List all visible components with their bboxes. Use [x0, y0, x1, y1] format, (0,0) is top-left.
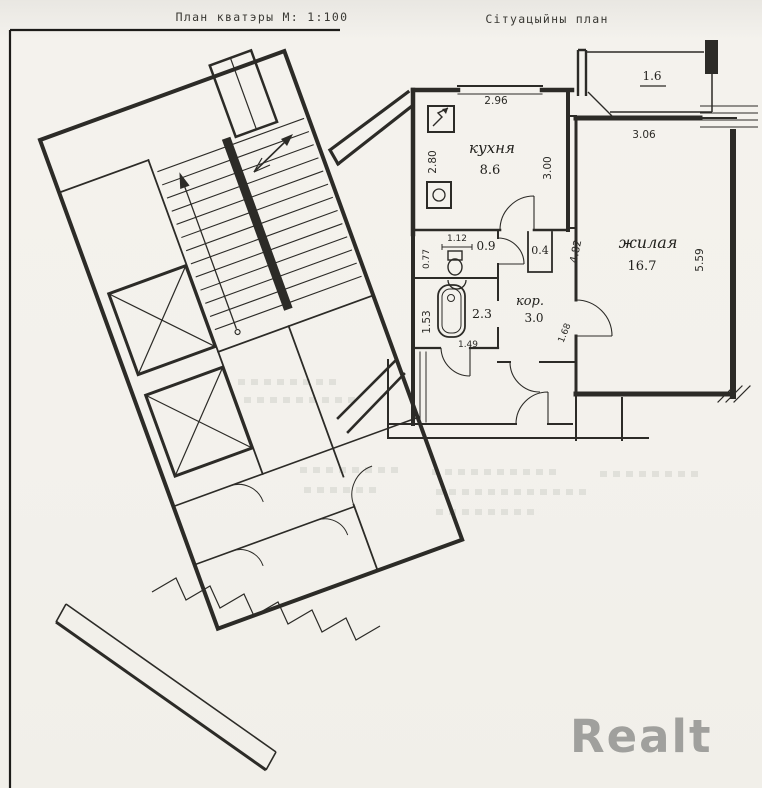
elevator-shafts: [106, 263, 255, 478]
core-partitions: [172, 325, 419, 572]
plan-title: План кватэры М: 1:100: [176, 10, 349, 24]
situation-title: Сітуацыйны план: [485, 12, 608, 26]
realt-watermark: Realt: [570, 710, 712, 763]
wc-area: 0.9: [476, 239, 495, 253]
apartment-walls: [327, 85, 751, 441]
kitchen-door: [499, 195, 535, 231]
stair-core: [37, 48, 465, 632]
bath-door: [440, 347, 471, 377]
dim-bath-bottom: 1.49: [458, 340, 478, 350]
labels: кухня 8.6 2.96 2.80 3.00 жилая 16.7 5.59…: [421, 69, 706, 350]
dim-bath-left: 1.53: [421, 310, 433, 333]
toilet-icon: [447, 250, 463, 276]
dim-living-right: 5.59: [694, 248, 706, 271]
kitchen-label: кухня: [469, 139, 515, 157]
door-swings: [440, 195, 613, 425]
stairs: [157, 117, 375, 353]
kitchen-area: 8.6: [480, 163, 501, 178]
wash-basin-icon: [447, 279, 467, 290]
dim-living-left: 4.82: [568, 239, 585, 264]
closet-area: 0.4: [531, 244, 549, 257]
fixtures: [426, 105, 473, 338]
wall-stub: [705, 40, 718, 74]
dim-wc-left: 0.77: [422, 249, 432, 269]
dim-kitchen-top: 2.96: [484, 95, 508, 107]
dim-kitchen-right: 3.00: [542, 156, 554, 179]
scan-bleedthrough: [238, 379, 702, 515]
dim-hall-right: 1.68: [557, 322, 574, 345]
bathroom-area: 2.3: [472, 306, 492, 321]
closet-outline: [527, 231, 553, 273]
arrow-head-icon: [281, 134, 293, 146]
dim-balcony-bottom: 3.06: [632, 129, 656, 141]
wc-door: [497, 237, 525, 265]
kitchen-sink-icon: [426, 181, 452, 209]
wc-dimension-line: [441, 244, 473, 250]
balcony-area: 1.6: [642, 69, 661, 83]
elevator-shaft-2: [143, 365, 255, 478]
titles: План кватэры М: 1:100 Сітуацыйны план: [176, 10, 608, 26]
living-door: [575, 299, 613, 337]
stove-icon: [427, 105, 455, 133]
corridor-label: кор.: [516, 294, 544, 309]
bathtub-icon: [437, 284, 466, 338]
slab-hatch: [700, 105, 758, 128]
living-area: 16.7: [628, 259, 657, 274]
hall-door: [509, 361, 541, 393]
corridor-area: 3.0: [524, 311, 543, 325]
stair-direction-arrow: [179, 172, 190, 189]
lower-wing: [55, 577, 381, 772]
dim-kitchen-left: 2.80: [427, 150, 439, 173]
entrance-arrow: [253, 134, 293, 173]
living-label: жилая: [619, 233, 678, 252]
elevator-shaft-1: [106, 263, 218, 377]
entry-door: [515, 391, 549, 425]
dim-wc-top: 1.12: [447, 234, 467, 244]
balcony-outline: [576, 40, 758, 128]
page-frame: [8, 28, 340, 788]
